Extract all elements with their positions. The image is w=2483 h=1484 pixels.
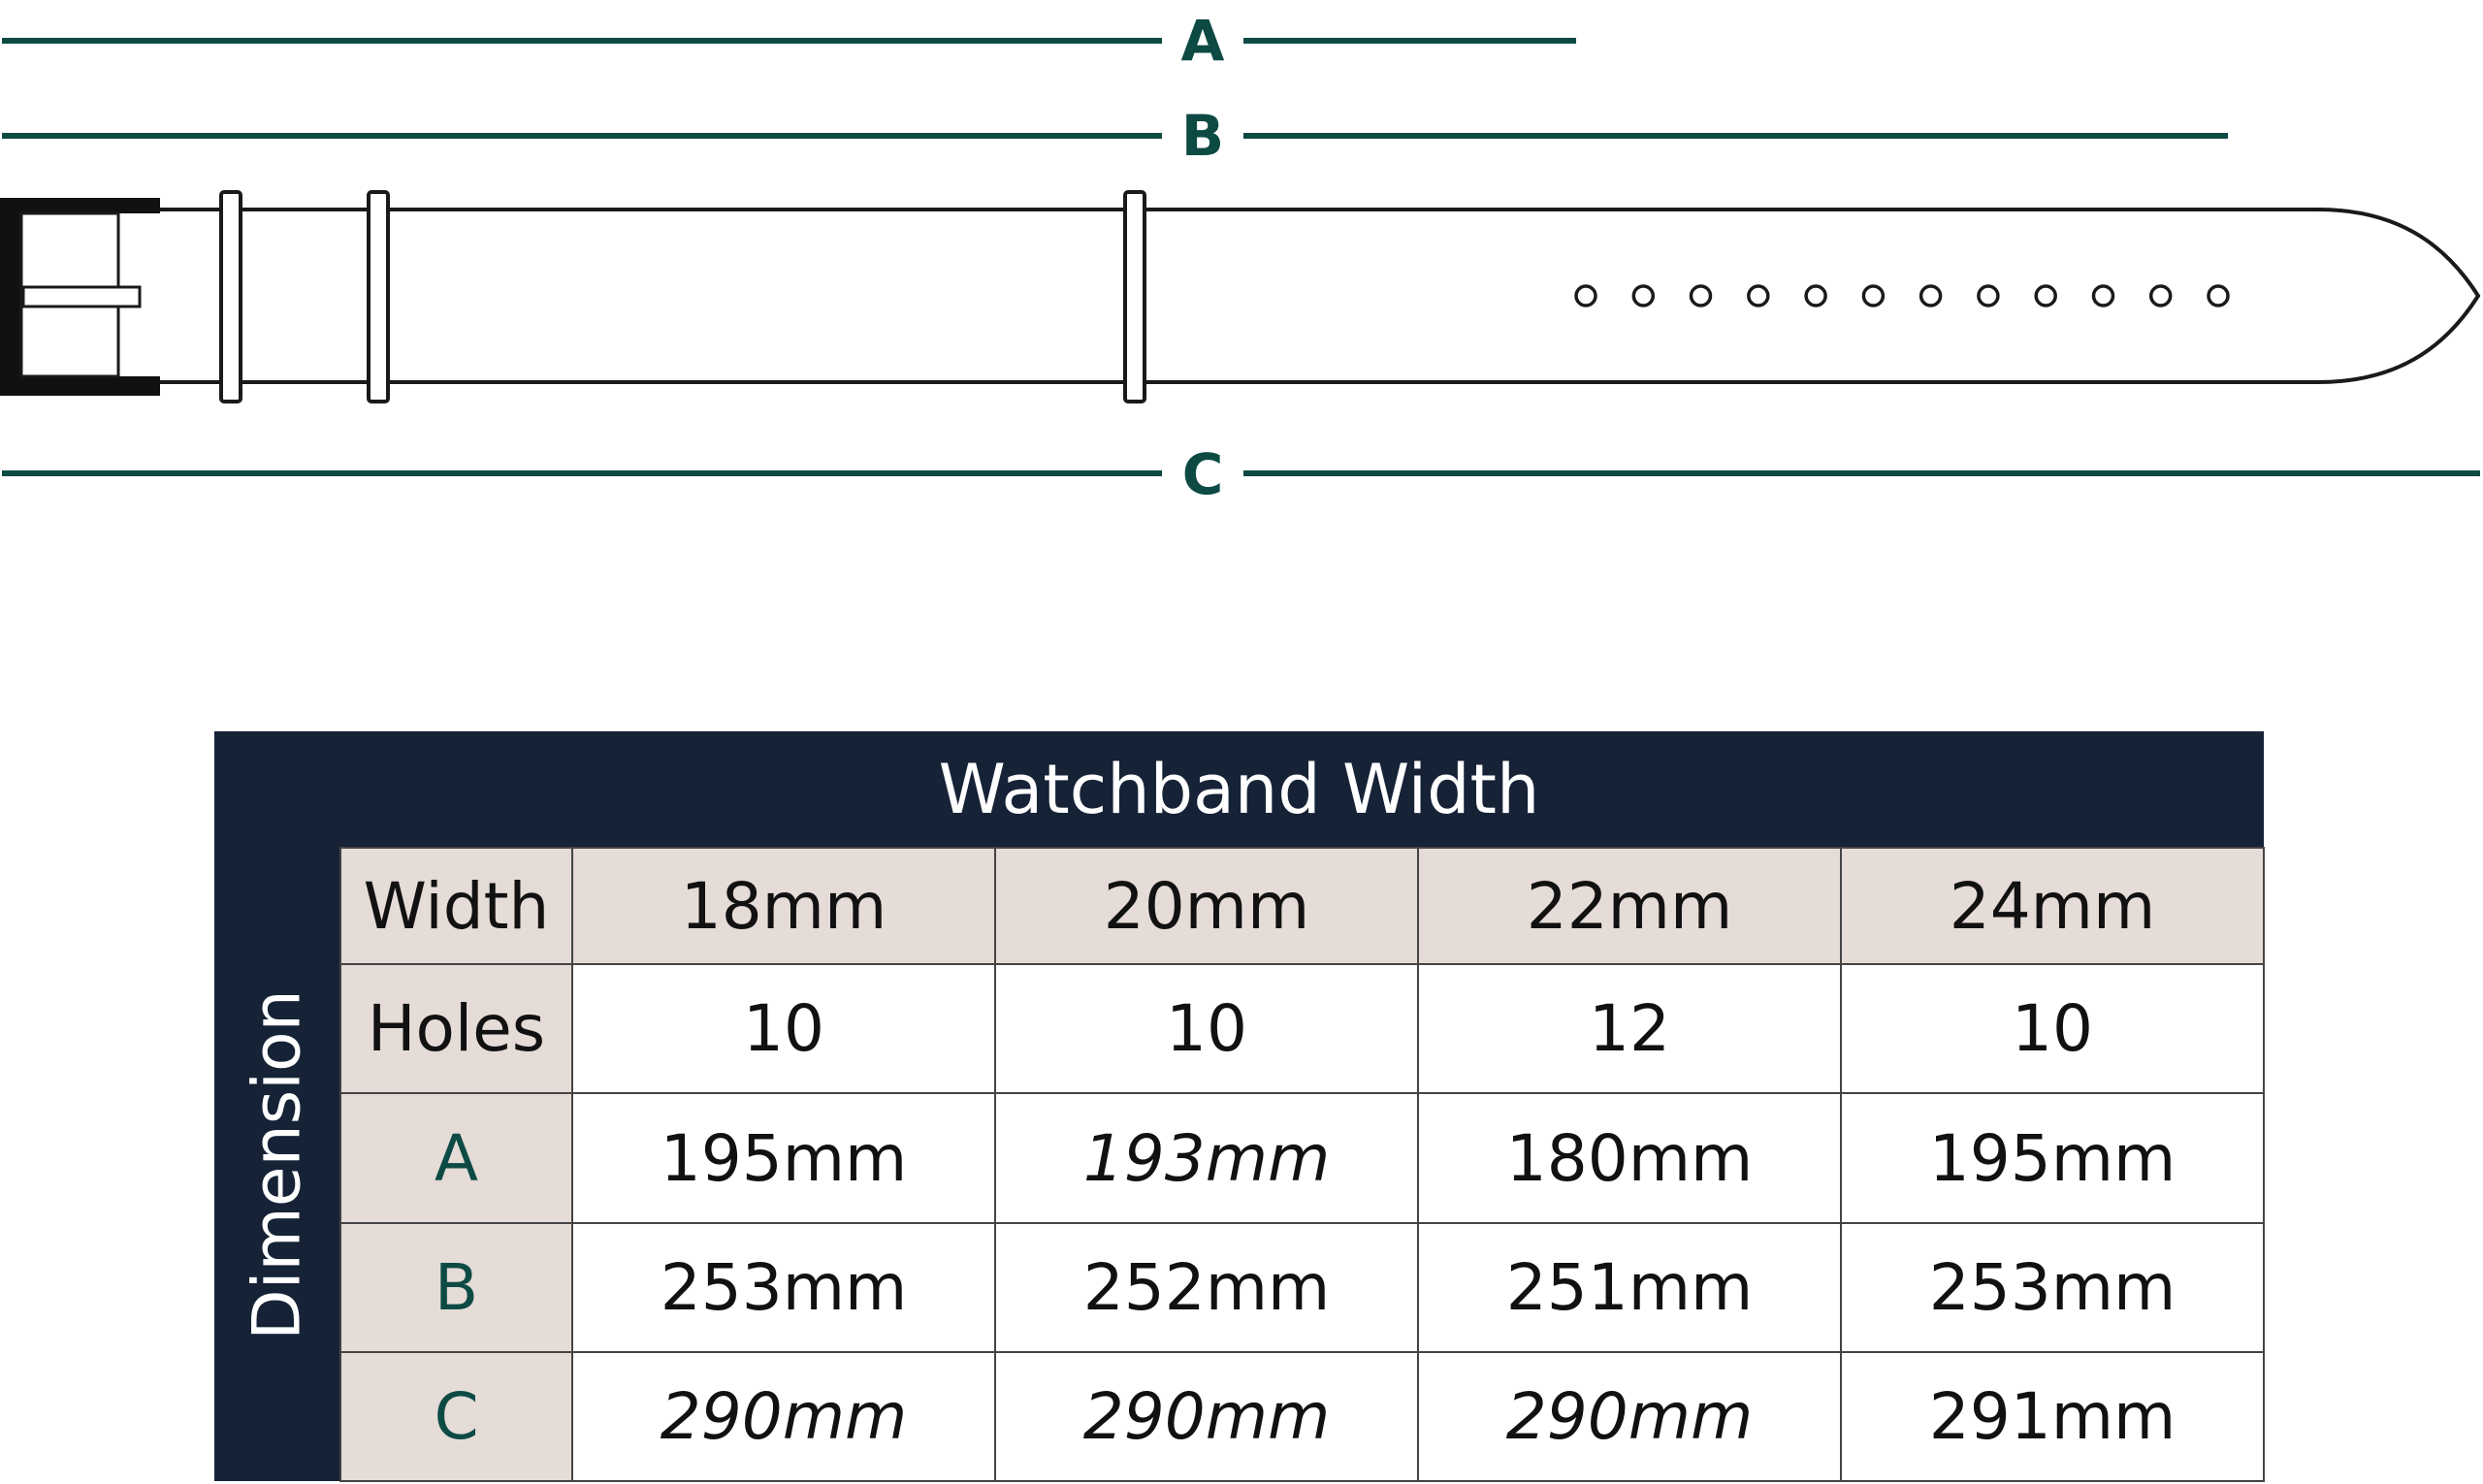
cell-width-20: 20mm	[994, 847, 1419, 966]
cell-b-24: 253mm	[1840, 1221, 2265, 1353]
table-row-width: Dimension Width 18mm 20mm 22mm 24mm	[214, 847, 2265, 1481]
strap-hole	[1689, 284, 1713, 307]
cell-b-18: 253mm	[571, 1221, 996, 1353]
cell-holes-20: 10	[994, 963, 1419, 1095]
table-row-c: C 290mm 290mm 290mm 291mm	[214, 1350, 2265, 1483]
row-label-c: C	[339, 1350, 573, 1483]
watch-strap	[114, 190, 2481, 403]
dimension-label-b: B	[1181, 103, 1224, 169]
cell-width-24: 24mm	[1840, 847, 2265, 966]
row-label-width: Width	[339, 847, 573, 966]
table-row-a: A 195mm 193mm 180mm 195mm	[214, 1092, 2265, 1224]
strap-hole	[2034, 284, 2057, 307]
strap-hole	[2148, 284, 2173, 307]
cell-width-18: 18mm	[571, 847, 996, 966]
strap-hole	[1631, 284, 1656, 307]
strap-diagram: A B C	[0, 8, 2481, 507]
cell-c-18: 290mm	[571, 1350, 996, 1483]
strap-hole	[1747, 284, 1770, 307]
strap-holes	[1574, 284, 2230, 307]
cell-holes-18: 10	[571, 963, 996, 1095]
strap-keeper-2	[367, 190, 390, 403]
cell-width-22: 22mm	[1417, 847, 1842, 966]
strap-keeper-3	[1123, 190, 1146, 403]
cell-a-20: 193mm	[994, 1092, 1419, 1224]
table-row-holes: Holes 10 10 12 10	[214, 963, 2265, 1095]
cell-c-20: 290mm	[994, 1350, 1419, 1483]
size-table: Watchband Width Dimension Width 18mm 20m…	[214, 731, 2265, 1483]
dimension-label-a: A	[1181, 8, 1225, 74]
side-label: Dimension	[239, 988, 315, 1340]
strap-hole	[1574, 284, 1597, 307]
strap-hole	[1977, 284, 2000, 307]
table-header: Watchband Width	[214, 731, 2264, 849]
cell-a-22: 180mm	[1417, 1092, 1842, 1224]
cell-c-24: 291mm	[1840, 1350, 2265, 1483]
dimension-line-a: A	[2, 8, 1576, 74]
dimension-line-b: B	[2, 103, 2228, 169]
strap-hole	[1861, 284, 1886, 307]
cell-a-24: 195mm	[1840, 1092, 2265, 1224]
strap-hole	[2207, 284, 2230, 307]
cell-c-22: 290mm	[1417, 1350, 1842, 1483]
side-label-cell: Dimension	[214, 848, 340, 1481]
strap-body	[114, 208, 2481, 384]
strap-hole	[2091, 284, 2115, 307]
table-row-b: B 253mm 252mm 251mm 253mm	[214, 1221, 2265, 1353]
cell-a-18: 195mm	[571, 1092, 996, 1224]
row-label-holes: Holes	[339, 963, 573, 1095]
buckle-icon	[0, 198, 160, 396]
cell-holes-22: 12	[1417, 963, 1842, 1095]
cell-holes-24: 10	[1840, 963, 2265, 1095]
row-label-a: A	[339, 1092, 573, 1224]
cell-b-22: 251mm	[1417, 1221, 1842, 1353]
dimension-label-c: C	[1182, 441, 1224, 507]
row-label-b: B	[339, 1221, 573, 1353]
cell-b-20: 252mm	[994, 1221, 1419, 1353]
strap-keeper-1	[219, 190, 242, 403]
dimension-line-c: C	[2, 441, 2480, 507]
strap-hole	[1804, 284, 1827, 307]
strap-hole	[1919, 284, 1943, 307]
